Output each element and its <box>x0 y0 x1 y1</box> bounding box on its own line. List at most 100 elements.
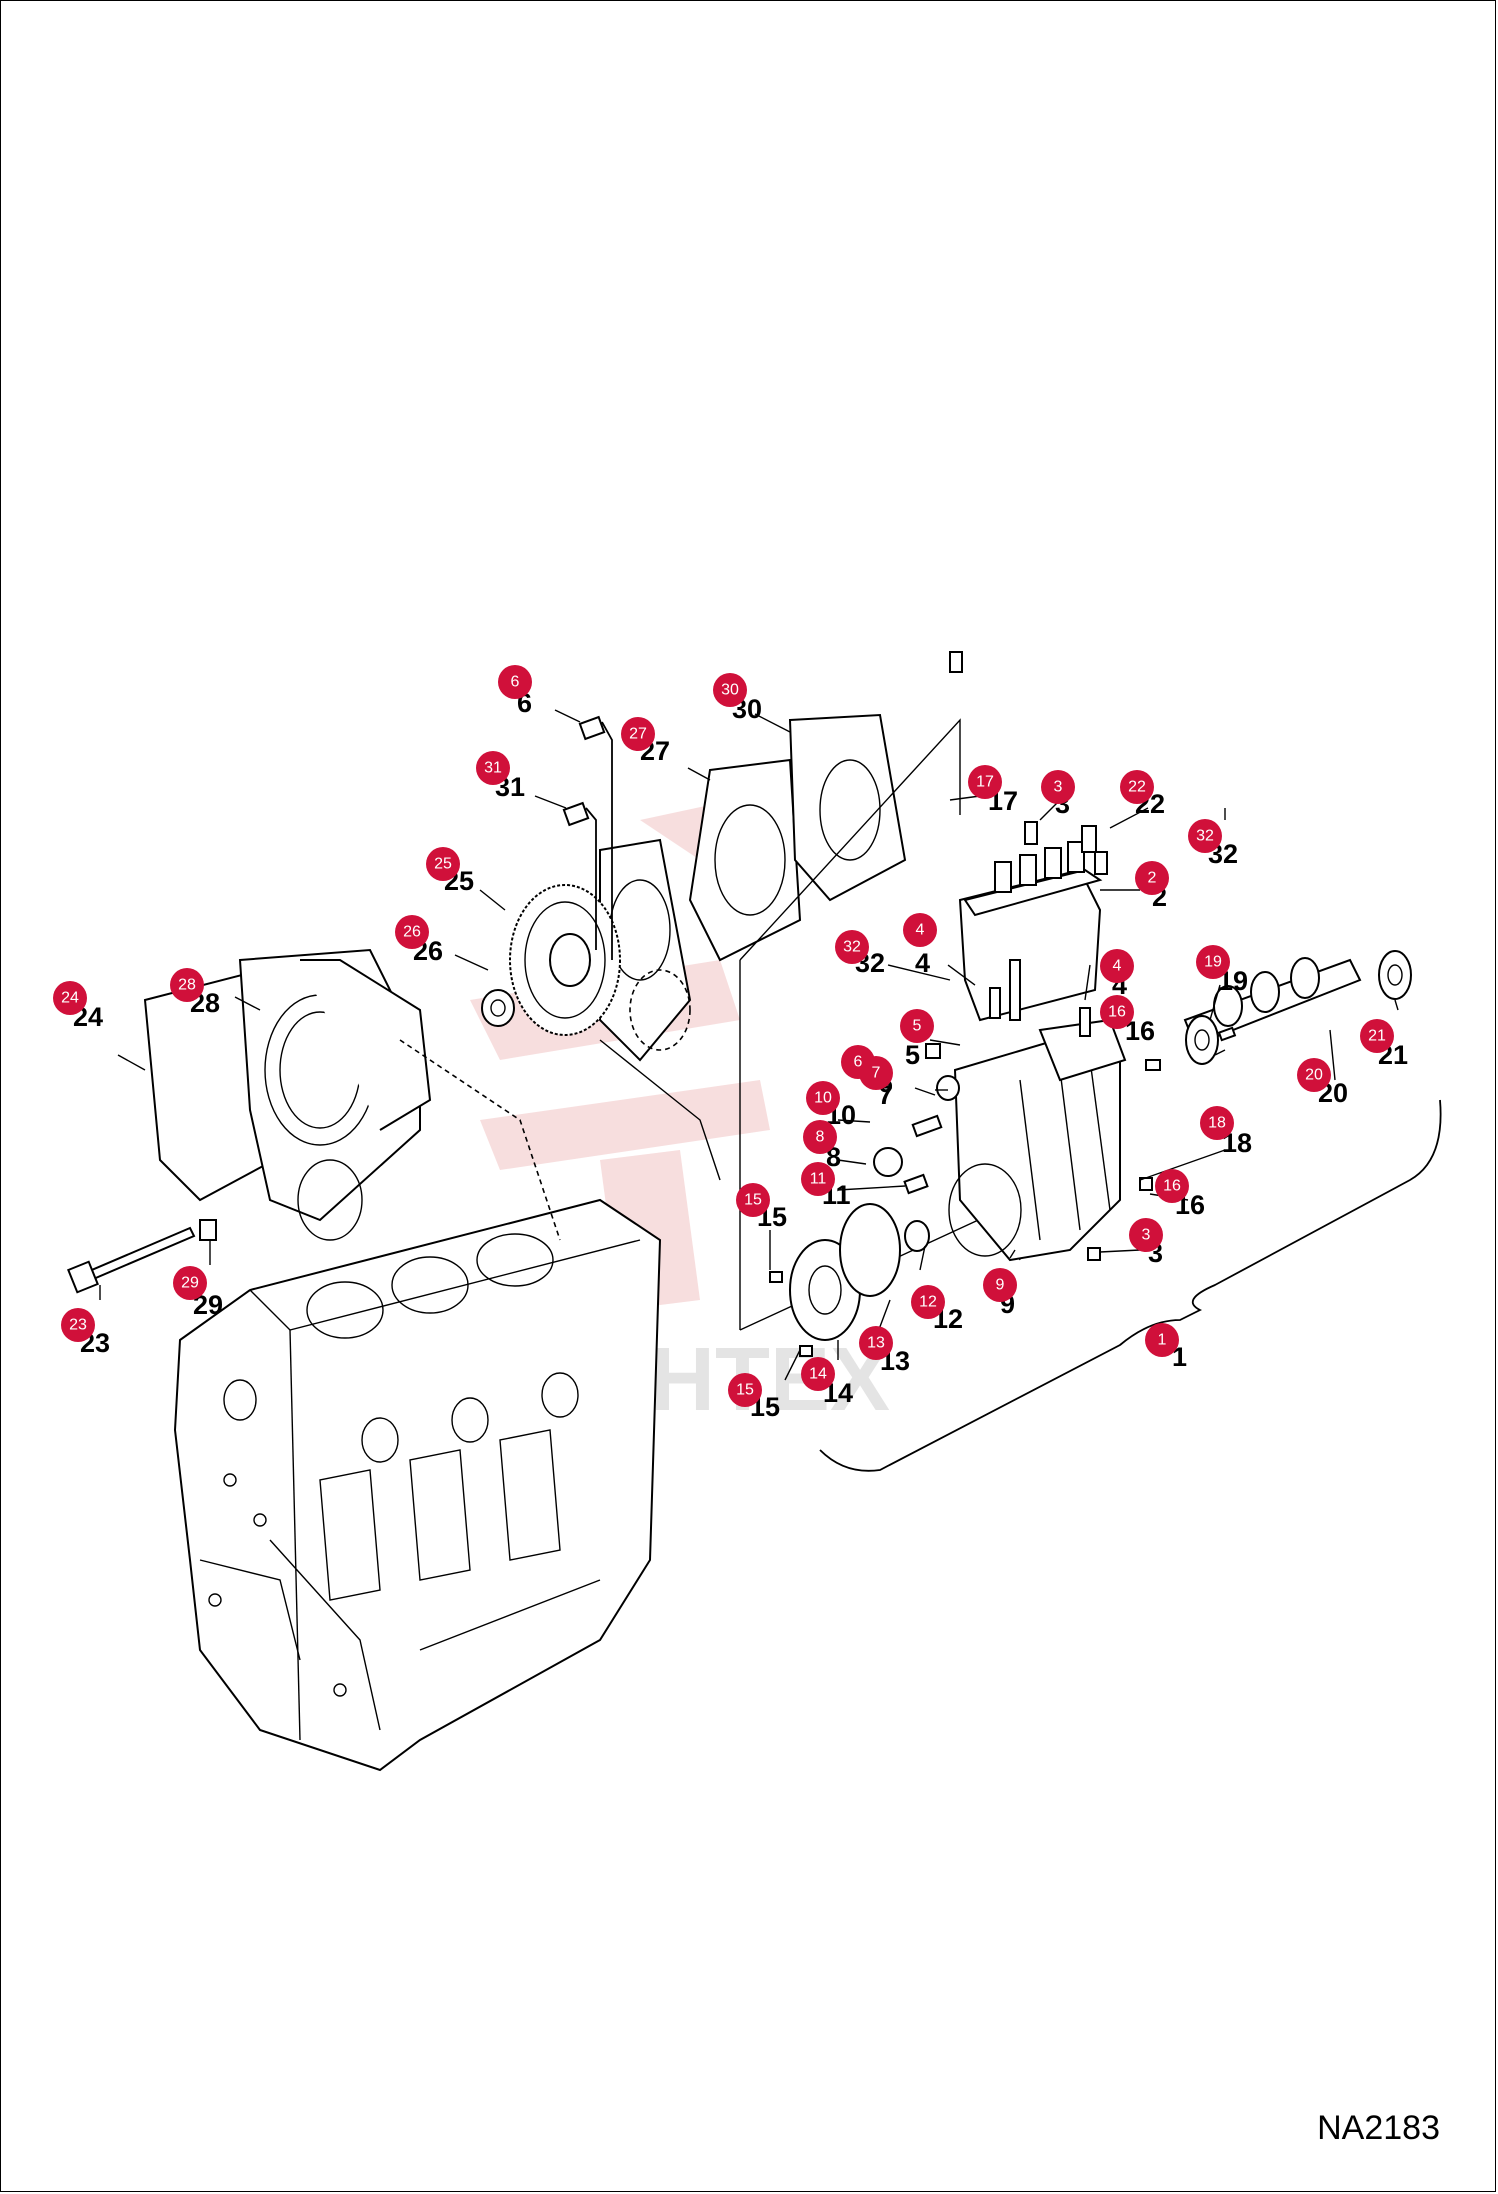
callout-badge[interactable]: 15 <box>728 1373 762 1407</box>
callout-badge[interactable]: 32 <box>835 930 869 964</box>
callout-badge[interactable]: 15 <box>736 1183 770 1217</box>
callout-badge[interactable]: 27 <box>621 717 655 751</box>
bolt-31 <box>562 801 597 950</box>
reference-code: NA2183 <box>1317 2109 1440 2147</box>
svg-text:16: 16 <box>1108 1004 1126 1021</box>
svg-text:22: 22 <box>1128 779 1146 796</box>
callout-badge[interactable]: 2 <box>1135 861 1169 895</box>
svg-text:16: 16 <box>1163 1178 1181 1195</box>
callout-badge[interactable]: 30 <box>713 673 747 707</box>
gasket-27 <box>688 758 802 962</box>
svg-text:18: 18 <box>1208 1115 1226 1132</box>
callout-badge[interactable]: 26 <box>395 915 429 949</box>
svg-text:4: 4 <box>916 922 925 939</box>
svg-text:14: 14 <box>809 1366 827 1383</box>
callout-badge[interactable]: 3 <box>1129 1218 1163 1252</box>
svg-text:9: 9 <box>996 1277 1005 1294</box>
callout-badge[interactable]: 16 <box>1155 1169 1189 1203</box>
nut-9 <box>904 1220 930 1252</box>
callout-badges: 6 30 27 31 17 3 22 32 2 25 26 4 32 4 19 … <box>53 665 1394 1407</box>
cover-plate-30 <box>788 713 907 902</box>
svg-text:17: 17 <box>976 774 994 791</box>
callout-number: 5 <box>905 1040 920 1070</box>
callout-badge[interactable]: 8 <box>803 1120 837 1154</box>
svg-text:13: 13 <box>867 1335 885 1352</box>
svg-text:12: 12 <box>919 1294 937 1311</box>
callout-badge[interactable]: 4 <box>903 913 937 947</box>
svg-text:30: 30 <box>721 682 739 699</box>
callout-badge[interactable]: 13 <box>859 1326 893 1360</box>
camshaft-20 <box>1183 957 1362 1047</box>
callout-badge[interactable]: 24 <box>53 981 87 1015</box>
nut-26 <box>481 989 515 1027</box>
bearing-18 <box>1185 1015 1219 1065</box>
callout-badge[interactable]: 14 <box>801 1357 835 1391</box>
svg-text:31: 31 <box>484 760 502 777</box>
gear-housing <box>143 948 561 1241</box>
svg-text:21: 21 <box>1368 1028 1386 1045</box>
callout-badge[interactable]: 9 <box>983 1268 1017 1302</box>
callout-badge[interactable]: 7 <box>859 1056 893 1090</box>
callout-badge[interactable]: 16 <box>1100 995 1134 1029</box>
svg-text:3: 3 <box>1054 779 1063 796</box>
engine-block <box>173 1198 662 1772</box>
svg-text:19: 19 <box>1204 954 1222 971</box>
callout-badge[interactable]: 25 <box>426 847 460 881</box>
callout-badge[interactable]: 6 <box>498 665 532 699</box>
callout-badge[interactable]: 11 <box>801 1162 835 1196</box>
svg-text:6: 6 <box>511 674 520 691</box>
svg-text:4: 4 <box>1113 958 1122 975</box>
svg-text:15: 15 <box>736 1382 754 1399</box>
bolt-23 <box>67 1226 196 1294</box>
injection-pump <box>948 841 1127 1262</box>
svg-text:32: 32 <box>1196 828 1214 845</box>
svg-text:1: 1 <box>1158 1332 1167 1349</box>
svg-text:6: 6 <box>854 1054 863 1071</box>
o-ring-12 <box>839 1203 901 1297</box>
callout-badge[interactable]: 10 <box>806 1081 840 1115</box>
svg-text:5: 5 <box>913 1018 922 1035</box>
gear-25 <box>509 884 621 1036</box>
callout-badge[interactable]: 4 <box>1100 949 1134 983</box>
callout-number: 4 <box>915 948 930 978</box>
svg-text:20: 20 <box>1305 1067 1323 1084</box>
leader-lines <box>99 709 1399 1381</box>
callout-badge[interactable]: 21 <box>1360 1019 1394 1053</box>
callout-badge[interactable]: 20 <box>1297 1058 1331 1092</box>
svg-text:27: 27 <box>629 726 647 743</box>
callout-badge[interactable]: 1 <box>1145 1323 1179 1357</box>
svg-text:3: 3 <box>1142 1227 1151 1244</box>
bolt-6-top <box>578 715 613 960</box>
callout-badge[interactable]: 18 <box>1200 1106 1234 1140</box>
bearing-21 <box>1378 950 1412 1000</box>
svg-text:11: 11 <box>810 1171 827 1188</box>
small-parts <box>769 651 1161 1357</box>
callout-badge[interactable]: 3 <box>1041 770 1075 804</box>
callout-badge[interactable]: 28 <box>170 968 204 1002</box>
callout-badge[interactable]: 22 <box>1120 770 1154 804</box>
callout-badge[interactable]: 5 <box>900 1009 934 1043</box>
svg-text:25: 25 <box>434 856 452 873</box>
callout-badge[interactable]: 17 <box>968 765 1002 799</box>
svg-text:24: 24 <box>61 990 79 1007</box>
stud-29 <box>199 1219 217 1241</box>
svg-text:2: 2 <box>1148 870 1157 887</box>
svg-text:10: 10 <box>814 1090 832 1107</box>
callout-badge[interactable]: 23 <box>61 1308 95 1342</box>
callout-badge[interactable]: 31 <box>476 751 510 785</box>
svg-text:28: 28 <box>178 977 196 994</box>
callout-badge[interactable]: 29 <box>173 1266 207 1300</box>
svg-text:26: 26 <box>403 924 421 941</box>
svg-text:8: 8 <box>816 1129 825 1146</box>
callout-badge[interactable]: 19 <box>1196 945 1230 979</box>
callout-badge[interactable]: 32 <box>1188 819 1222 853</box>
group-brace <box>819 1099 1442 1472</box>
svg-text:23: 23 <box>69 1317 87 1334</box>
key-19 <box>1217 1026 1237 1042</box>
svg-text:15: 15 <box>744 1192 762 1209</box>
callout-badge[interactable]: 12 <box>911 1285 945 1319</box>
svg-text:7: 7 <box>872 1065 881 1082</box>
svg-text:32: 32 <box>843 939 861 956</box>
